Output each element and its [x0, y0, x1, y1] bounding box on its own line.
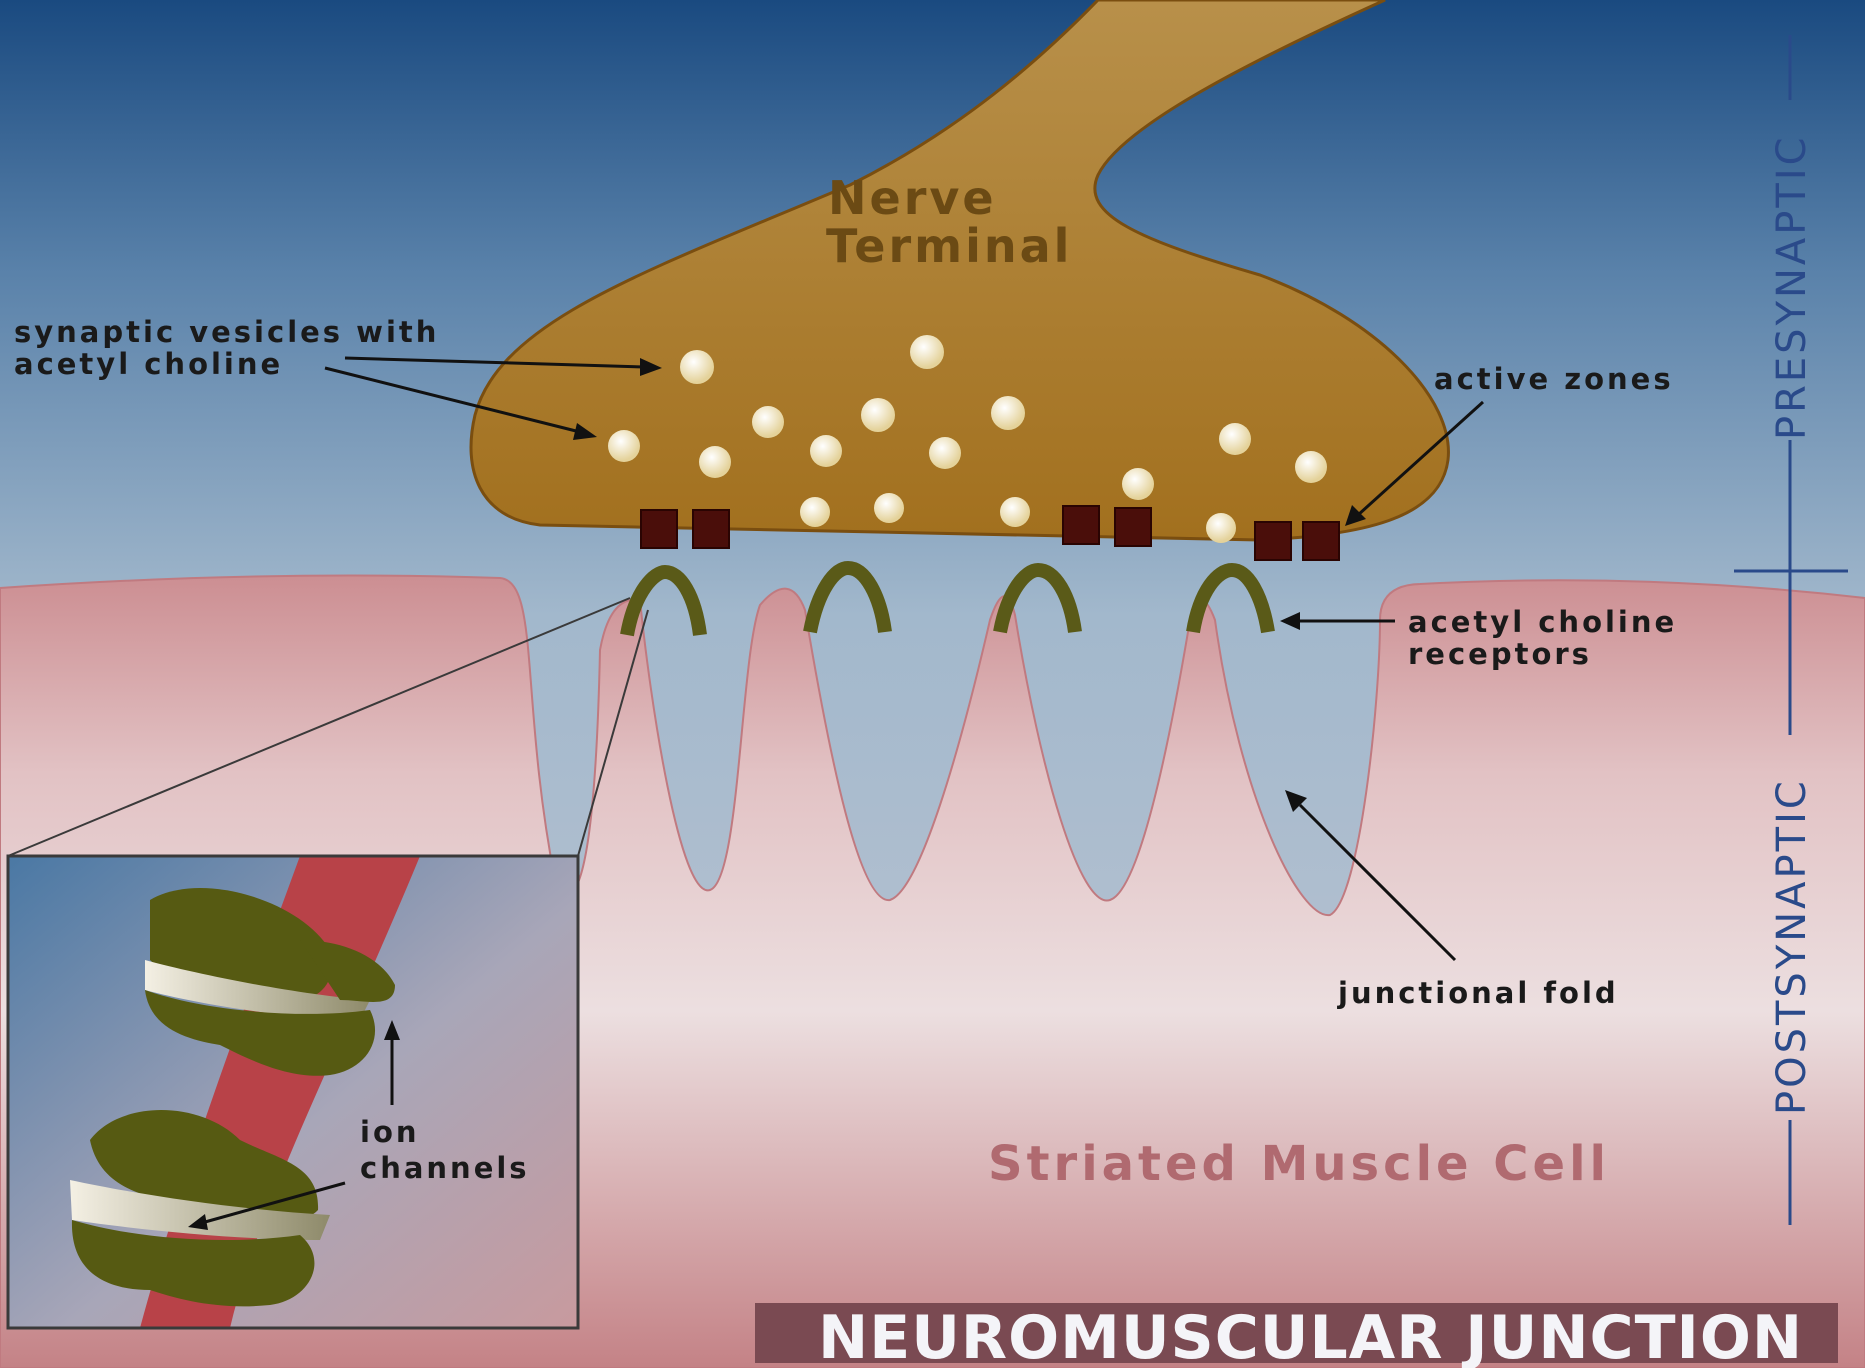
vesicle [1122, 468, 1154, 500]
active-zone [1063, 506, 1099, 544]
vesicle [680, 350, 714, 384]
vesicle [1000, 497, 1030, 527]
vesicles-label-line2: acetyl choline [14, 347, 283, 381]
presynaptic-label: PRESYNAPTIC [1769, 134, 1815, 440]
ion-channels-label-line1: ion [360, 1115, 420, 1149]
active-zones-label: active zones [1434, 362, 1674, 396]
active-zone [693, 510, 729, 548]
nerve-terminal-label-line1: Nerve [828, 171, 997, 225]
active-zone [1303, 522, 1339, 560]
vesicle [861, 398, 895, 432]
vesicle [699, 446, 731, 478]
vesicle [1206, 513, 1236, 543]
active-zone [641, 510, 677, 548]
vesicle [874, 493, 904, 523]
vesicle [608, 430, 640, 462]
vesicle [800, 497, 830, 527]
vesicles-label-line1: synaptic vesicles with [14, 315, 439, 349]
junctional-fold-label: junctional fold [1337, 976, 1619, 1010]
vesicle [910, 335, 944, 369]
page-title: NEUROMUSCULAR JUNCTION [818, 1303, 1803, 1368]
vesicle [991, 396, 1025, 430]
receptors-label-line2: receptors [1408, 637, 1592, 671]
vesicle [929, 437, 961, 469]
nerve-terminal-label-line2: Terminal [826, 219, 1072, 273]
vesicle [1295, 451, 1327, 483]
vesicle [810, 435, 842, 467]
ion-channel-inset: ion channels [8, 856, 578, 1328]
vesicle [752, 406, 784, 438]
vesicle [1219, 423, 1251, 455]
active-zone [1115, 508, 1151, 546]
receptors-label-line1: acetyl choline [1408, 605, 1677, 639]
postsynaptic-label: POSTSYNAPTIC [1769, 778, 1815, 1115]
muscle-cell-label: Striated Muscle Cell [988, 1136, 1610, 1192]
active-zone [1255, 522, 1291, 560]
ion-channels-label-line2: channels [360, 1151, 530, 1185]
